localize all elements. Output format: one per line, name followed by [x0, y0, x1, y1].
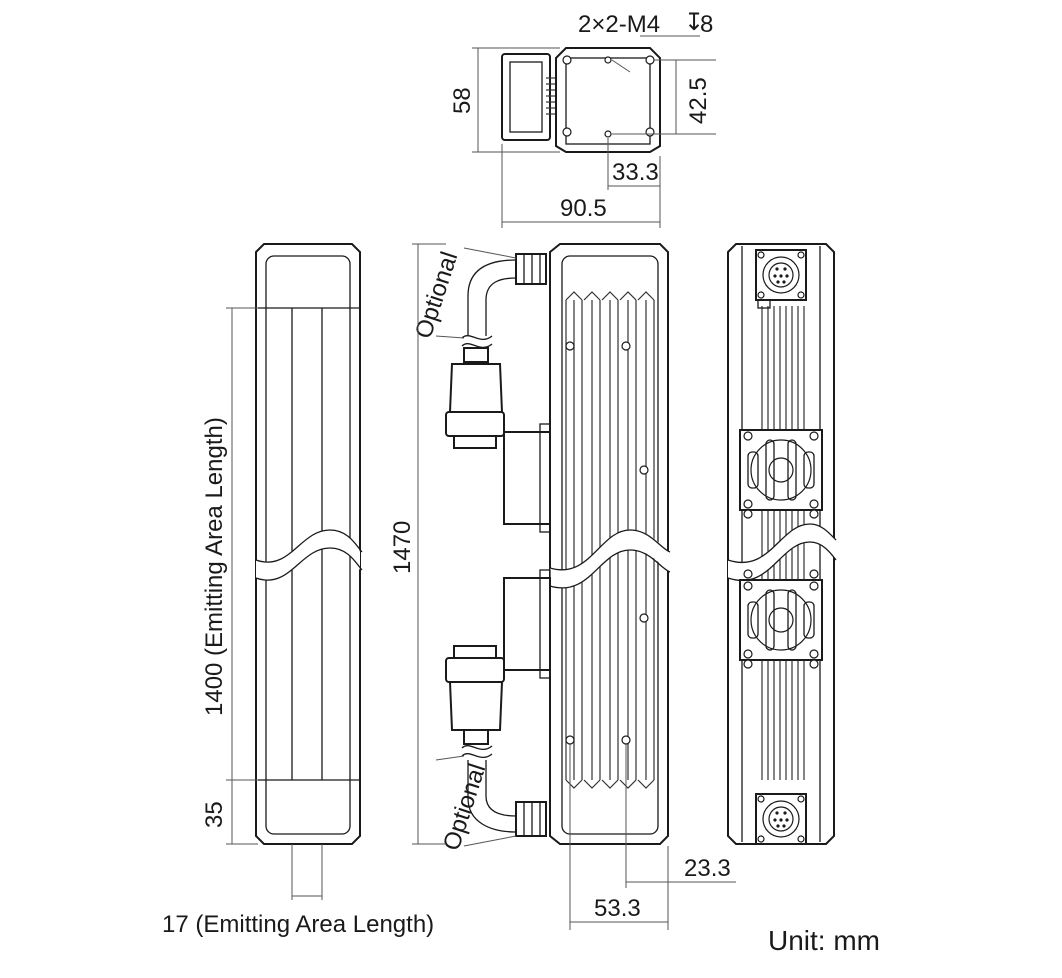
hole-spec-label: 2×2-M4 [578, 11, 660, 38]
side-view: Optional Optional 1470 23.3 53.3 [389, 243, 736, 930]
hole-depth-label: 8 [700, 11, 713, 38]
dim-53-3: 53.3 [594, 895, 641, 922]
dim-1400: 1400 (Emitting Area Length) [201, 417, 228, 716]
dim-1470: 1470 [389, 521, 416, 574]
dim-58: 58 [449, 87, 476, 114]
optional-label-bottom: Optional [438, 760, 491, 853]
dim-33-3: 33.3 [612, 159, 659, 186]
dim-42-5: 42.5 [685, 77, 712, 124]
dim-17: 17 (Emitting Area Length) [162, 911, 434, 938]
unit-label: Unit: mm [768, 925, 880, 956]
back-fan-view [727, 243, 837, 845]
dim-90-5: 90.5 [560, 195, 607, 222]
front-emitting-view: 1400 (Emitting Area Length) 35 17 (Emitt… [162, 243, 434, 938]
fan-unit-lower [739, 569, 823, 669]
fan-unit-upper [739, 429, 823, 519]
top-end-view: 2×2-M4 ↧ 8 58 42.5 33.3 90.5 [449, 9, 716, 228]
depth-symbol: ↧ [684, 9, 704, 36]
dim-23-3: 23.3 [684, 855, 731, 882]
dim-35: 35 [201, 801, 228, 828]
